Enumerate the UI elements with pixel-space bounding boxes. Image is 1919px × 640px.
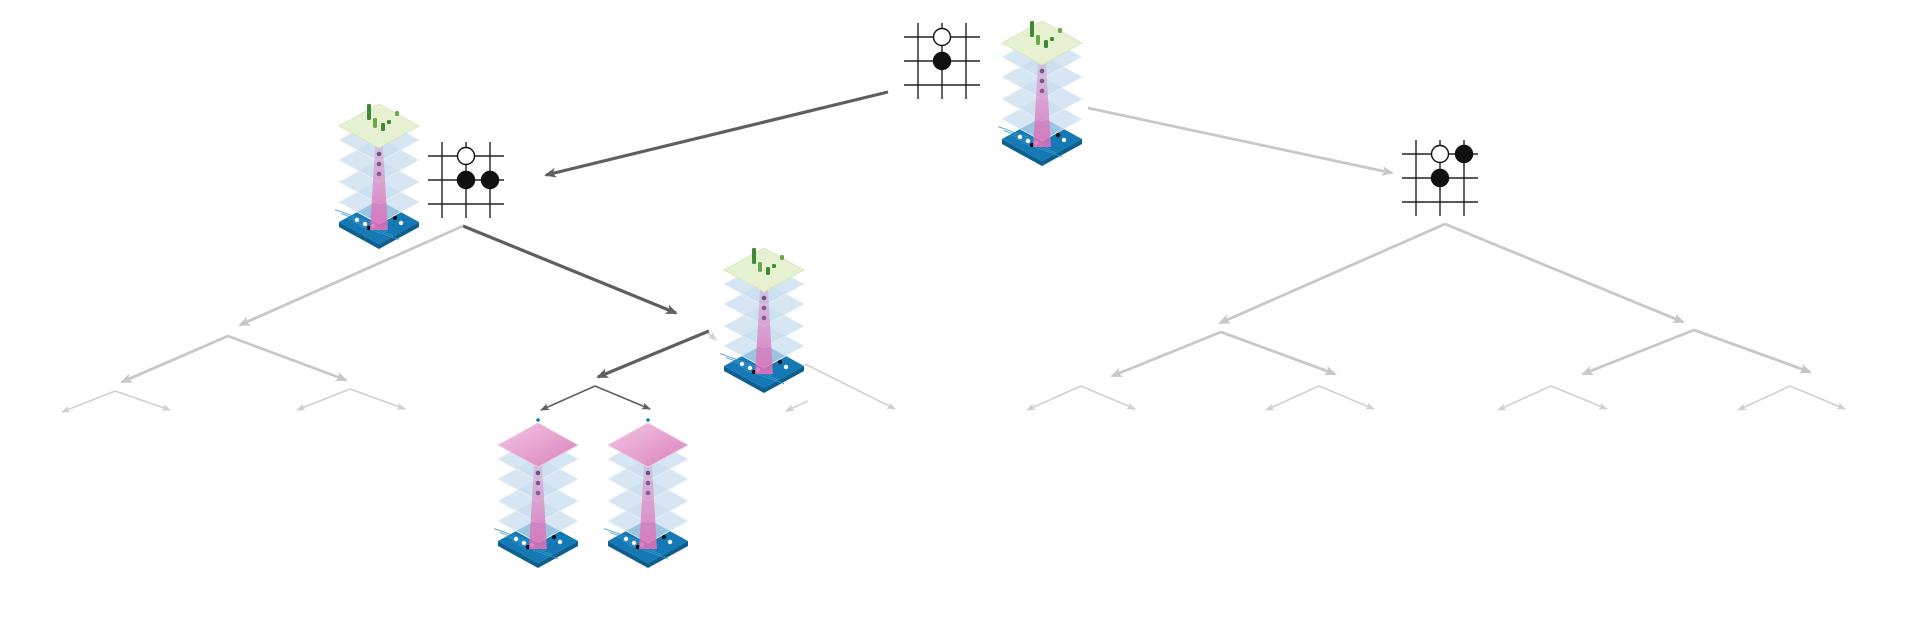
fork-left-l2-left — [120, 334, 229, 384]
policy-bar — [780, 255, 784, 260]
value-output-dot — [646, 418, 650, 422]
fork-right-l3a-left — [1026, 385, 1082, 411]
policy-bar — [1050, 37, 1054, 41]
fork-right-l3c-left — [1497, 385, 1552, 411]
network-root — [997, 20, 1083, 166]
policy-bar — [381, 123, 385, 131]
board-right-child — [1402, 140, 1478, 216]
board-left-child — [428, 142, 504, 218]
fork-right-l3c-right — [1550, 385, 1608, 410]
fork-leaves-right — [594, 385, 651, 410]
receptive-beam — [755, 274, 773, 374]
fork-right-l3d-left — [1737, 385, 1791, 411]
fork-right-l3a-right — [1080, 385, 1136, 410]
policy-head-layer — [723, 247, 805, 293]
edge-left-child-subtree — [238, 224, 464, 327]
black-stone — [456, 170, 476, 190]
fork-left-l3a-left — [61, 390, 116, 413]
value-output-dot — [536, 418, 540, 422]
fork-right-l1-right — [1444, 222, 1685, 324]
edge-grandchild-right — [804, 363, 896, 410]
fork-left-l3b-right — [349, 388, 406, 410]
fork-right-l3b-left — [1265, 385, 1320, 411]
board-root — [904, 23, 980, 99]
tree-edges — [61, 90, 1846, 413]
network-grandchild — [719, 247, 805, 393]
policy-bar — [387, 120, 391, 124]
network-leaf-1 — [493, 418, 579, 568]
edge-left-child-to-grandchild — [462, 224, 678, 315]
fork-left-l2-right — [227, 334, 348, 382]
fork-right-l2b-left — [1581, 328, 1695, 376]
edge-root-to-right-child — [1087, 106, 1394, 176]
edge-grandchild-stub — [707, 332, 717, 341]
fork-right-l2a-left — [1110, 330, 1222, 378]
policy-bar — [373, 118, 377, 128]
policy-bar — [1036, 35, 1040, 45]
policy-head-layer — [338, 103, 420, 149]
white-stone — [456, 146, 476, 166]
black-stone — [1454, 144, 1474, 164]
fork-right-l3b-right — [1318, 385, 1375, 410]
white-stone — [932, 27, 952, 47]
policy-bar — [367, 104, 371, 120]
fork-right-l2a-right — [1220, 330, 1337, 376]
fork-right-l2b-right — [1693, 328, 1812, 374]
network-leaf-2 — [603, 418, 689, 568]
fork-right-l1-left — [1218, 222, 1446, 325]
policy-head-layer — [1001, 20, 1083, 66]
fork-right-l3d-right — [1789, 385, 1846, 410]
policy-bar — [1030, 21, 1034, 37]
fork-left-l3b-left — [296, 388, 351, 411]
white-stone — [1430, 144, 1450, 164]
edge-grandchild-stub2 — [785, 400, 809, 412]
black-stone — [1430, 168, 1450, 188]
black-stone — [480, 170, 500, 190]
fork-leaves-left — [540, 385, 596, 411]
black-stone — [932, 51, 952, 71]
fork-left-l3a-right — [114, 390, 171, 411]
receptive-beam — [529, 449, 547, 549]
network-left-child — [334, 103, 420, 249]
receptive-beam — [639, 449, 657, 549]
policy-bar — [772, 264, 776, 268]
receptive-beam — [1033, 47, 1051, 147]
policy-bar — [752, 248, 756, 264]
policy-bar — [1058, 28, 1062, 33]
edge-grandchild-to-leaf-area — [596, 329, 710, 379]
edge-root-to-left-child — [544, 90, 889, 178]
policy-bar — [766, 267, 770, 275]
policy-bar — [758, 262, 762, 272]
receptive-beam — [370, 130, 388, 230]
policy-bar — [1044, 40, 1048, 48]
tree-nodes — [334, 20, 1478, 568]
policy-bar — [395, 111, 399, 116]
